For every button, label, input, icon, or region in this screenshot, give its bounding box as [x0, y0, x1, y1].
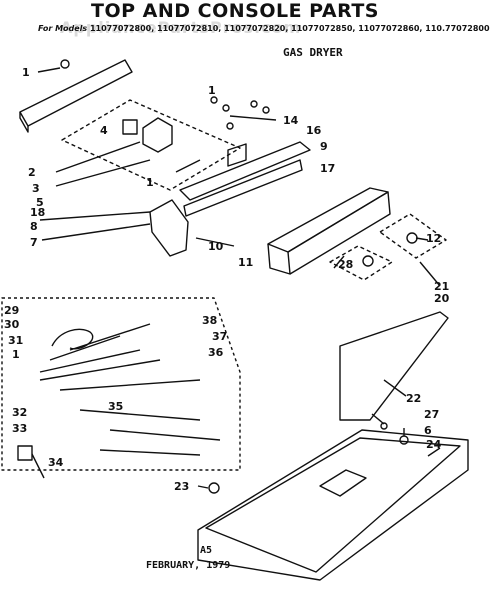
plug-34	[17, 445, 33, 461]
console-face-11	[287, 191, 391, 275]
bumper-6	[399, 435, 409, 445]
part-label-2: 2	[28, 166, 36, 179]
top-lid-22	[339, 311, 449, 421]
bracket-16	[227, 143, 247, 167]
dryer-type-label: GAS DRYER	[283, 46, 343, 59]
cabinet-top-24	[197, 429, 469, 581]
part-label-38: 38	[202, 314, 217, 327]
console-front-11	[267, 243, 291, 275]
part-label-1d: 1	[12, 348, 20, 361]
rear-panel-edge	[19, 112, 29, 133]
part-label-37: 37	[212, 330, 227, 343]
part-label-11: 11	[238, 256, 253, 269]
models-list: 11077072800, 11077072810, 11077072820, 1…	[89, 24, 490, 33]
rear-panel	[19, 59, 133, 127]
part-label-20: 20	[434, 292, 450, 305]
page-title: TOP AND CONSOLE PARTS	[91, 0, 379, 22]
part-label-17: 17	[320, 162, 335, 175]
part-label-34: 34	[48, 456, 64, 469]
part-label-16: 16	[306, 124, 322, 137]
knob-box-28	[329, 245, 393, 281]
model-numbers: For Models 11077072800, 11077072810, 110…	[38, 24, 490, 33]
models-label: For Models	[38, 24, 88, 33]
harness-wires	[39, 323, 221, 456]
knob-28	[362, 255, 374, 267]
part-label-30: 30	[4, 318, 20, 331]
cabinet-top-surface	[205, 437, 461, 573]
timer-housing	[142, 117, 173, 153]
parts-diagram-page: AppliancePartsPros.com TOP AND CONSOLE P…	[1, 0, 490, 581]
switch-4	[122, 119, 138, 135]
part-label-10: 10	[208, 240, 224, 253]
part-label-6: 6	[424, 424, 432, 437]
console-back-9	[179, 141, 311, 201]
part-label-14: 14	[283, 114, 299, 127]
screw-1a	[60, 59, 70, 69]
clip-27	[380, 422, 388, 430]
part-label-21: 21	[434, 280, 449, 293]
knob-box-12	[379, 213, 447, 259]
part-label-22: 22	[406, 392, 421, 405]
cabinet-opening	[319, 469, 367, 497]
part-label-33: 33	[12, 422, 27, 435]
part-label-32: 32	[12, 406, 27, 419]
part-label-23: 23	[174, 480, 189, 493]
part-label-29: 29	[4, 304, 19, 317]
console-rail-17	[183, 159, 303, 217]
knob-12	[406, 232, 418, 244]
part-label-28: 28	[338, 258, 353, 271]
part-label-24: 24	[426, 438, 442, 451]
part-label-9: 9	[320, 140, 328, 153]
control-subassembly-box	[61, 99, 241, 191]
harness-box	[1, 297, 241, 471]
exploded-view-drawing: 1111234567891011121416171820212223242728…	[1, 59, 469, 581]
part-label-4: 4	[100, 124, 108, 137]
part-label-12: 12	[426, 232, 441, 245]
publish-date: FEBRUARY, 1979	[146, 560, 231, 571]
wire-coil	[51, 328, 94, 350]
part-label-35: 35	[108, 400, 123, 413]
part-label-8: 8	[30, 220, 38, 233]
foot-23	[208, 482, 220, 494]
page-code: A5	[200, 545, 213, 556]
part-label-36: 36	[208, 346, 224, 359]
part-label-1c: 1	[146, 176, 154, 189]
part-label-5: 5	[36, 196, 44, 209]
part-label-27: 27	[424, 408, 439, 421]
part-label-18: 18	[30, 206, 45, 219]
part-label-31: 31	[8, 334, 23, 347]
part-label-3: 3	[32, 182, 40, 195]
console-top-11	[267, 187, 389, 253]
part-label-7: 7	[30, 236, 38, 249]
part-label-1a: 1	[22, 66, 30, 79]
end-cap-8	[149, 199, 189, 257]
part-label-1b: 1	[208, 84, 216, 97]
